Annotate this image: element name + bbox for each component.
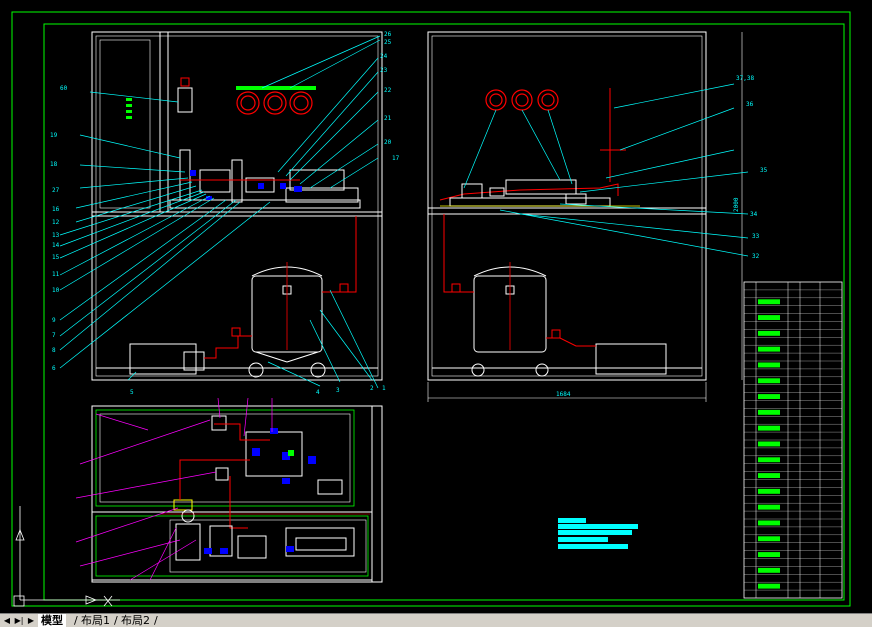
cad-drawing-canvas[interactable]: 60 19 18 27 16 12 13 14 15 11 10 9 7 8 6… bbox=[0, 0, 872, 613]
tab-separator: / bbox=[114, 614, 118, 627]
callout-17: 17 bbox=[392, 155, 400, 162]
callout-36: 36 bbox=[746, 101, 754, 108]
ucs-icon bbox=[13, 506, 120, 607]
title-block-cell-fill bbox=[758, 488, 780, 494]
callout-25: 25 bbox=[384, 39, 392, 46]
callout-15: 15 bbox=[52, 254, 60, 261]
drawing-outer-frame bbox=[11, 11, 851, 607]
title-block-cell-fill bbox=[758, 520, 780, 526]
side-view bbox=[427, 31, 743, 402]
next-tab-button[interactable]: ▶ bbox=[27, 616, 35, 625]
callout-33: 33 bbox=[752, 233, 760, 240]
title-block-cell-fill bbox=[758, 457, 780, 463]
first-tab-button[interactable]: ◀ bbox=[3, 616, 11, 625]
callout-2: 2 bbox=[370, 385, 374, 392]
title-block-cell-fill bbox=[758, 346, 780, 352]
callout-11: 11 bbox=[52, 271, 60, 278]
callout-20: 20 bbox=[384, 139, 392, 146]
callout-13: 13 bbox=[52, 232, 60, 239]
callout-16: 16 bbox=[52, 206, 60, 213]
drawing-inner-frame bbox=[43, 23, 845, 601]
callout-22: 22 bbox=[384, 87, 392, 94]
title-block-cell-fill bbox=[758, 378, 780, 384]
layout-tab-bar: ◀ ▶| ▶ 模型 / 布局1 / 布局2 / bbox=[0, 613, 872, 627]
dimension-height: 2000 bbox=[733, 197, 740, 212]
callout-37-38: 37,38 bbox=[736, 75, 754, 82]
title-block-cell-fill bbox=[758, 409, 780, 415]
callout-9: 9 bbox=[52, 317, 56, 324]
callout-7: 7 bbox=[52, 332, 56, 339]
title-block-cell-fill bbox=[758, 425, 780, 431]
title-block-cell-fill bbox=[758, 441, 780, 447]
callout-5: 5 bbox=[130, 389, 134, 396]
callout-60: 60 bbox=[60, 85, 68, 92]
callout-18: 18 bbox=[50, 161, 58, 168]
callout-32: 32 bbox=[752, 253, 760, 260]
callout-4: 4 bbox=[316, 389, 320, 396]
title-block-cell-fill bbox=[758, 394, 780, 399]
title-block-cell-fill bbox=[758, 330, 780, 336]
title-block-cell-fill bbox=[758, 299, 780, 305]
callout-8: 8 bbox=[52, 347, 56, 354]
callout-6: 6 bbox=[52, 365, 56, 372]
title-block-cell-fill bbox=[758, 315, 780, 320]
tab-layout2[interactable]: 布局2 bbox=[118, 614, 153, 627]
callout-21: 21 bbox=[384, 115, 392, 122]
callout-14: 14 bbox=[52, 242, 60, 249]
front-leaders bbox=[59, 35, 381, 389]
title-block-cell-fill bbox=[758, 504, 780, 510]
callout-27: 27 bbox=[52, 187, 60, 194]
legend-notes bbox=[558, 518, 638, 549]
callout-10: 10 bbox=[52, 287, 60, 294]
callout-24: 24 bbox=[380, 53, 388, 60]
title-block-cell-fill bbox=[758, 473, 780, 478]
callout-1: 1 bbox=[382, 385, 386, 392]
title-block-cell-fill bbox=[758, 567, 780, 573]
title-block-cell-fill bbox=[758, 362, 780, 368]
callout-19: 19 bbox=[50, 132, 58, 139]
tab-separator: / bbox=[74, 614, 78, 627]
dimension-width: 1684 bbox=[556, 391, 571, 398]
title-block-cell-fill bbox=[758, 583, 780, 589]
tab-model[interactable]: 模型 bbox=[38, 614, 66, 627]
callout-34: 34 bbox=[750, 211, 758, 218]
callout-23: 23 bbox=[380, 67, 388, 74]
side-leaders bbox=[463, 83, 749, 257]
callout-3: 3 bbox=[336, 387, 340, 394]
prev-tab-button[interactable]: ▶| bbox=[14, 616, 24, 625]
plan-view bbox=[91, 405, 383, 583]
plan-leaders bbox=[75, 397, 273, 581]
callout-12: 12 bbox=[52, 219, 60, 226]
callout-35: 35 bbox=[760, 167, 768, 174]
callout-26: 26 bbox=[384, 31, 392, 38]
title-block-cell-fill bbox=[758, 552, 780, 557]
tab-layout1[interactable]: 布局1 bbox=[78, 614, 113, 627]
title-block-cell-fill bbox=[758, 536, 780, 542]
front-view bbox=[91, 31, 383, 381]
tab-separator: / bbox=[154, 614, 158, 627]
title-block bbox=[743, 281, 843, 599]
